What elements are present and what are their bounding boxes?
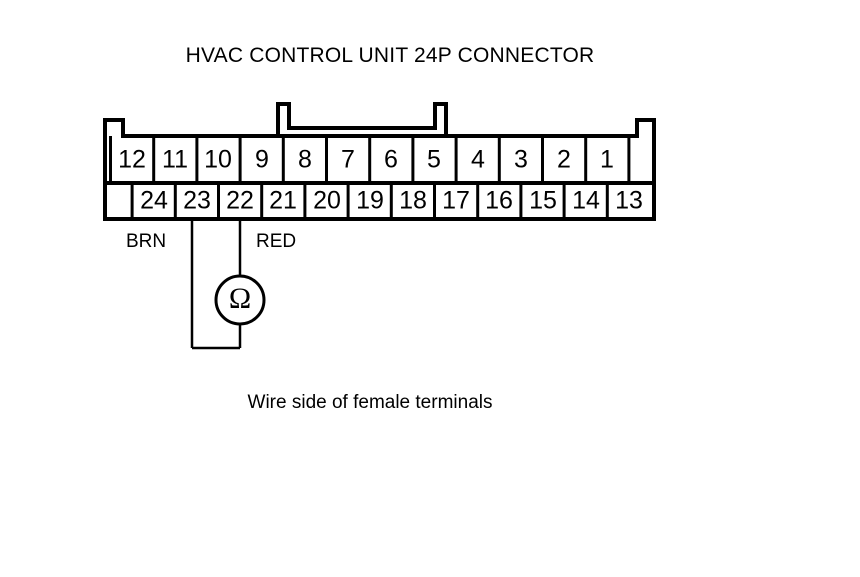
test-lead-circuit	[190, 219, 242, 350]
terminal-5: 5	[427, 146, 441, 174]
terminal-9: 9	[255, 146, 269, 174]
terminal-8: 8	[298, 146, 312, 174]
terminal-24: 24	[140, 187, 168, 215]
terminal-16: 16	[485, 187, 513, 215]
terminal-23: 23	[183, 187, 211, 215]
terminal-15: 15	[529, 187, 557, 215]
ohm-glyph: Ω	[229, 282, 251, 315]
connector-latch-tab	[276, 102, 448, 142]
wire-label-red: RED	[256, 231, 297, 252]
terminal-22: 22	[226, 187, 254, 215]
terminal-12: 12	[118, 146, 146, 174]
terminal-1: 1	[600, 146, 614, 174]
terminal-11: 11	[162, 146, 188, 174]
terminal-7: 7	[341, 146, 355, 174]
terminal-6: 6	[384, 146, 398, 174]
terminal-3: 3	[514, 146, 528, 174]
terminal-21: 21	[269, 187, 297, 215]
diagram-caption: Wire side of female terminals	[247, 392, 493, 413]
ohmmeter-symbol: Ω	[214, 274, 266, 326]
wire-label-brn: BRN	[126, 231, 167, 252]
terminal-13: 13	[615, 187, 643, 215]
terminal-4: 4	[471, 146, 485, 174]
terminal-14: 14	[572, 187, 600, 215]
terminal-19: 19	[356, 187, 384, 215]
terminal-row-bottom: 24 23 22 21 20 19 18 17 16 15 14 13	[130, 183, 643, 219]
terminal-17: 17	[442, 187, 470, 215]
terminal-2: 2	[557, 146, 571, 174]
page-title: HVAC CONTROL UNIT 24P CONNECTOR	[185, 44, 595, 67]
terminal-18: 18	[399, 187, 427, 215]
terminal-row-top: 12 11 10 9 8 7 6 5 4 3 2 1	[109, 136, 631, 183]
terminal-20: 20	[313, 187, 341, 215]
terminal-10: 10	[204, 146, 232, 174]
